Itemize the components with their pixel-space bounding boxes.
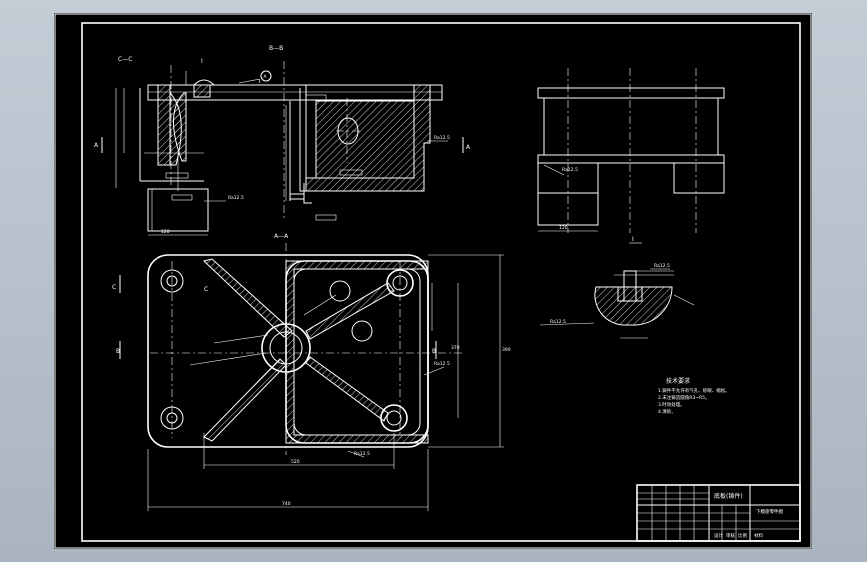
dim-120-right: 120: [559, 225, 568, 231]
dim-120-left: 120: [161, 229, 170, 235]
tb-cell-1: 设计: [714, 532, 723, 539]
tb-cell-4: 材料: [754, 532, 763, 539]
view-a-circle: [260, 70, 272, 82]
cad-drawing: C—C B—B I A: [54, 13, 812, 549]
ra-1: Ra12.5: [228, 195, 244, 201]
detail-view-i: I Ra12.5 Ra12.5: [539, 236, 695, 339]
tb-cell-3: 比例: [738, 532, 747, 539]
part-name: 底板(铸件): [714, 492, 743, 500]
letter-b-right: B: [432, 348, 436, 355]
ra-5: Ra12.5: [654, 263, 670, 269]
label-one-detail: I: [632, 236, 634, 243]
tech-req-title: 技术要求: [666, 377, 690, 385]
ra-6: Ra12.5: [434, 361, 450, 367]
ra-7: Ra12.5: [354, 451, 370, 457]
letter-a-right: A: [466, 144, 471, 151]
plan-view-aa: A—A: [112, 233, 511, 511]
outer-frame: [54, 13, 812, 549]
title-block: 底板(铸件) 下模座零件图 设计 审核 比例 材料: [636, 484, 801, 542]
ra-3: Ra12.5: [562, 167, 578, 173]
ra-2: Ra12.5: [434, 135, 450, 141]
drawing-name: 下模座零件图: [756, 508, 783, 515]
dim-520: 520: [291, 459, 300, 465]
label-cc: C—C: [118, 56, 132, 63]
tech-req-line-2: 2.未注铸造圆角R3~R5。: [658, 394, 710, 401]
letter-a-left: A: [94, 142, 99, 149]
dim-740: 740: [282, 501, 291, 507]
ra-4: Ra12.5: [550, 319, 566, 325]
section-view-bb: C—C B—B I A: [94, 45, 471, 236]
inner-frame: [81, 22, 801, 542]
dim-370: 370: [451, 345, 460, 351]
side-view: Ra12.5 120: [537, 68, 725, 233]
label-bb: B—B: [269, 45, 283, 52]
label-one-top: I: [201, 58, 203, 65]
letter-c-mid: C: [204, 286, 208, 293]
tech-req-line-4: 4.清砂。: [658, 408, 676, 415]
technical-requirements: 技术要求 1.铸件不允许有气孔、砂眼、缩松。 2.未注铸造圆角R3~R5。 3.…: [658, 377, 730, 415]
tech-req-line-1: 1.铸件不允许有气孔、砂眼、缩松。: [658, 387, 730, 394]
letter-b-left: B: [116, 348, 120, 355]
drawing-canvas: C—C B—B I A: [54, 13, 812, 549]
letter-c-left: C: [112, 284, 116, 291]
label-aa: A—A: [274, 233, 289, 240]
tb-cell-2: 审核: [726, 532, 735, 539]
tech-req-line-3: 3.时效处理。: [658, 401, 685, 408]
label-circle-a: A: [264, 74, 268, 80]
dim-390: 390: [502, 347, 511, 353]
